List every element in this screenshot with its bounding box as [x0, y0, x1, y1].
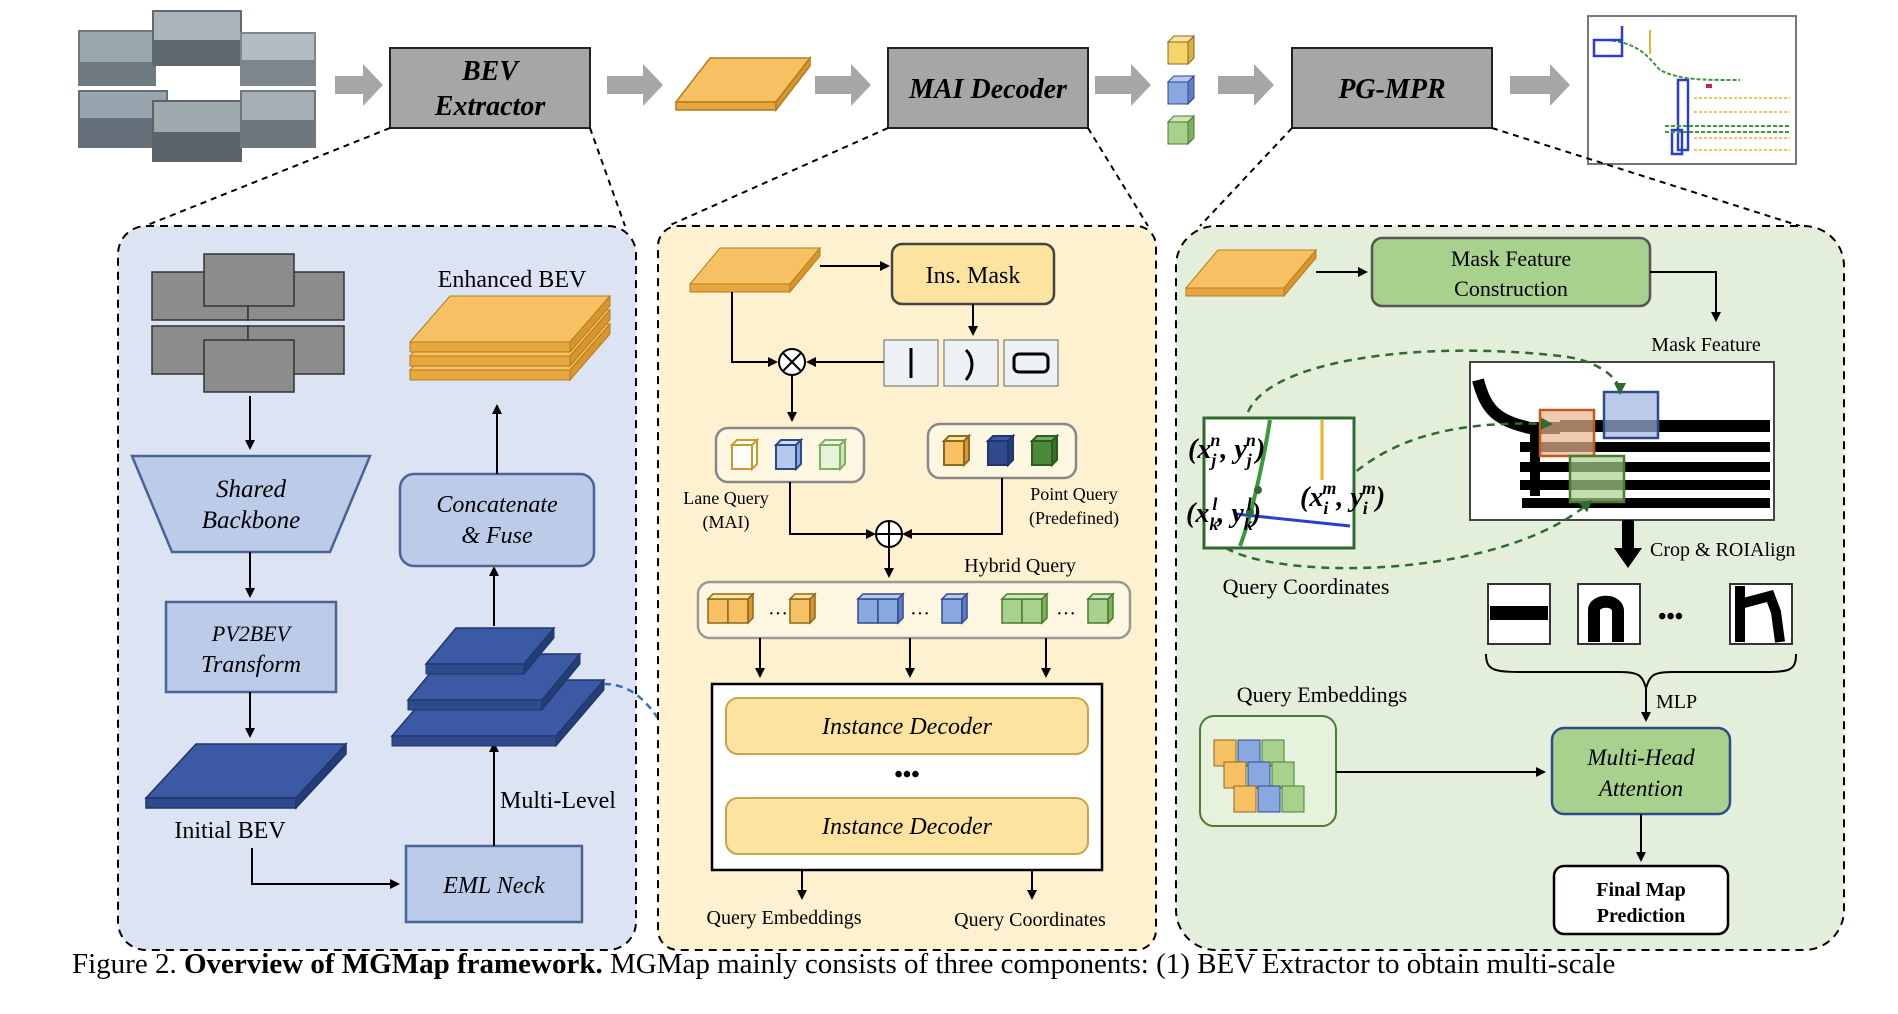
plus-icon	[875, 520, 903, 548]
lane-query-label-2: (MAI)	[703, 512, 750, 533]
instance-masks	[883, 339, 1059, 387]
ellipsis-green: ···	[1056, 603, 1076, 625]
caption-body: MGMap mainly consists of three component…	[602, 948, 1616, 980]
coord-link-blue	[1246, 349, 1626, 413]
caption-prefix: Figure 2.	[72, 948, 184, 980]
point-query-cubes	[941, 433, 1060, 468]
top-flow-arrows	[335, 64, 1570, 106]
mha-label-1: Multi-Head	[1586, 745, 1695, 770]
hybrid-query-label: Hybrid Query	[964, 555, 1076, 577]
instance-decoder-1-label: Instance Decoder	[821, 714, 993, 740]
patch-dots: •••	[1658, 604, 1683, 630]
caption-title: Overview of MGMap framework.	[183, 948, 603, 980]
hybrid-query-cubes: ··· ··· ···	[706, 592, 1115, 625]
shared-backbone-box	[130, 454, 372, 554]
arrow-initial-eml	[251, 848, 400, 889]
enhanced-bev-label: Enhanced BEV	[438, 267, 587, 293]
query-cubes	[1166, 34, 1196, 146]
shared-backbone-label-2: Backbone	[202, 507, 301, 534]
camera-images	[78, 10, 316, 162]
crop-arrow	[1614, 520, 1642, 568]
lane-query-cubes	[729, 437, 848, 472]
mfc-label-2: Construction	[1454, 276, 1568, 301]
final-map-label-2: Prediction	[1597, 905, 1686, 927]
mai-decoder-label: MAI Decoder	[908, 74, 1068, 105]
multi-head-attention-box	[1550, 726, 1732, 816]
enhanced-bev-plates	[408, 294, 612, 382]
multi-level-plates	[390, 626, 606, 748]
pv2bev-label-1: PV2BEV	[211, 621, 293, 646]
right-query-coordinates-label: Query Coordinates	[1223, 574, 1390, 599]
output-map	[1587, 15, 1797, 165]
point-query-label-2: (Predefined)	[1029, 508, 1119, 529]
arrow-lane-plus	[789, 482, 876, 539]
lane-query-label-1: Lane Query	[683, 488, 768, 508]
embedding-cube-cluster	[1213, 739, 1305, 813]
instance-decoder-2-label: Instance Decoder	[821, 814, 993, 840]
mid-query-coordinates-label: Query Coordinates	[954, 909, 1106, 931]
pg-mpr-label: PG-MPR	[1337, 74, 1445, 105]
mid-query-embeddings-label: Query Embeddings	[707, 907, 862, 929]
point-query-label-1: Point Query	[1030, 484, 1118, 504]
arrow-mfc-maskfeature	[1650, 271, 1721, 322]
initial-bev-plate	[144, 742, 348, 810]
initial-bev-label: Initial BEV	[174, 818, 286, 844]
coord-link-green	[1225, 500, 1593, 570]
mfc-label-1: Mask Feature	[1451, 246, 1571, 271]
coord-label-m: (xim, yim)	[1300, 478, 1385, 518]
bev-feature-plate	[674, 55, 812, 113]
zoom-lines	[144, 127, 1801, 227]
bev-extractor-box	[389, 47, 591, 129]
concat-fuse-label-1: Concatenate	[436, 492, 558, 518]
mlp-label: MLP	[1656, 691, 1697, 713]
mai-decoder-box	[887, 47, 1089, 129]
mask-feature-image	[1469, 361, 1775, 521]
pgmpr-input-plate	[1184, 248, 1318, 298]
eml-neck-box	[404, 844, 584, 924]
arrow-point-plus	[902, 478, 1003, 539]
crop-roialign-label: Crop & ROIAlign	[1650, 539, 1796, 561]
right-query-embeddings-label: Query Embeddings	[1237, 682, 1407, 707]
multiply-icon	[778, 348, 806, 376]
multi-level-label: Multi-Level	[500, 788, 616, 814]
final-map-label-1: Final Map	[1596, 879, 1685, 901]
bev-extractor-label-1: BEV	[461, 56, 520, 87]
figure-caption: Figure 2. Overview of MGMap framework. M…	[72, 948, 1872, 981]
pg-mpr-box	[1291, 47, 1493, 129]
mai-input-plate	[688, 246, 822, 294]
decoder-dots: •••	[894, 762, 919, 788]
pv2bev-box	[164, 600, 338, 694]
coord-link-orange	[1345, 417, 1553, 481]
shared-backbone-label-1: Shared	[216, 476, 286, 503]
concat-fuse-box	[398, 472, 596, 568]
mask-feature-label: Mask Feature	[1651, 334, 1761, 356]
arrow-plate-multiply	[731, 292, 778, 367]
mha-label-2: Attention	[1597, 776, 1683, 801]
pv2bev-label-2: Transform	[201, 652, 301, 678]
query-coordinates-image	[1202, 416, 1356, 550]
ellipsis-blue: ···	[910, 603, 930, 625]
eml-neck-label: EML Neck	[442, 873, 545, 899]
ellipsis-yellow: ···	[768, 603, 788, 625]
instance-decoder-2-box	[725, 797, 1089, 855]
camera-views-icon	[151, 253, 345, 393]
final-map-prediction-box	[1552, 864, 1730, 936]
cropped-patches: •••	[1487, 583, 1793, 645]
ins-mask-label: Ins. Mask	[926, 263, 1021, 289]
instance-decoder-1-box	[725, 697, 1089, 755]
coord-label-l: (xkl, ykl)	[1186, 494, 1261, 534]
concat-fuse-label-2: & Fuse	[461, 523, 533, 549]
bev-extractor-label-2: Extractor	[434, 91, 547, 122]
